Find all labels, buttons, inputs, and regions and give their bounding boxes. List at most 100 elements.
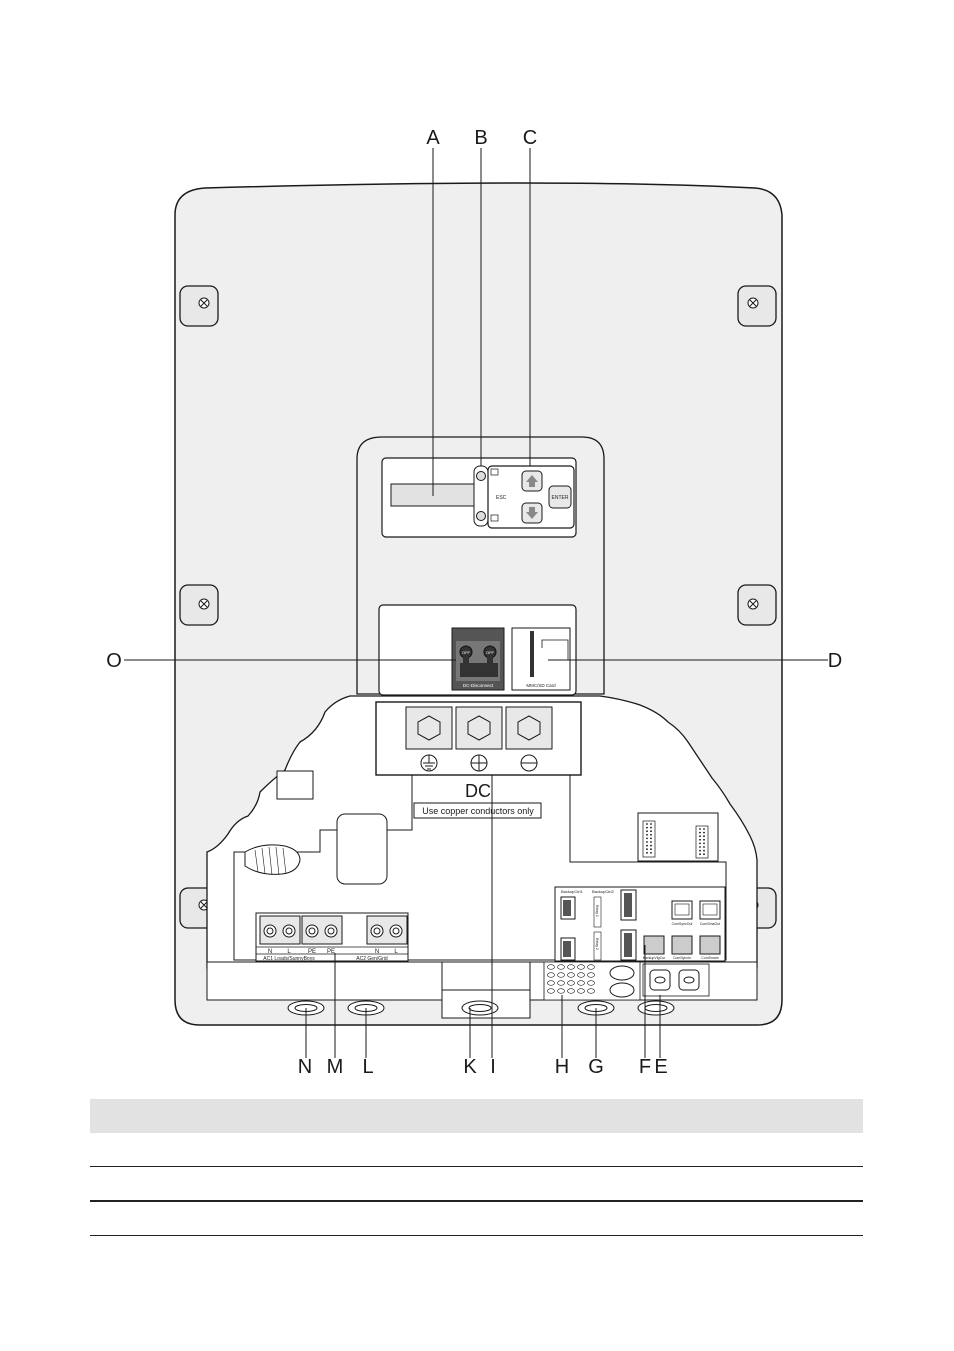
seal-hole	[557, 964, 565, 970]
connector-pin	[650, 841, 652, 843]
callout-b: B	[474, 127, 487, 149]
ground-icon	[423, 755, 435, 770]
callout-e: E	[654, 1056, 667, 1078]
seal-hole	[557, 988, 565, 994]
dc-notice-box	[413, 802, 542, 819]
sd-card-label: MMC/SD Card	[526, 683, 556, 688]
ac1-label: AC1 Loads/SunnyBoys	[263, 956, 315, 962]
connector-pin	[699, 831, 701, 834]
com-label-syncin: ComSyncIn	[673, 956, 691, 960]
relay-label-relay1: Relay 1	[595, 905, 599, 917]
terminal-label-pe2: PE	[327, 949, 335, 955]
sd-card-slot[interactable]: MMC/SD Card	[511, 627, 571, 691]
connector-pin	[646, 823, 648, 825]
connector-pin	[703, 835, 705, 838]
seal-hole	[577, 972, 585, 978]
internal-component	[336, 813, 388, 885]
seal-hole	[567, 972, 575, 978]
seal-hole	[587, 980, 595, 986]
seal-hole	[577, 980, 585, 986]
connector-pin	[650, 848, 652, 851]
table-row-divider-3	[90, 1235, 863, 1236]
plus-icon	[471, 755, 487, 771]
menu-icon	[490, 468, 499, 476]
mounting-bracket-right-middle	[737, 584, 777, 626]
connector-pin	[650, 823, 652, 825]
seal-hole	[567, 980, 575, 986]
connector-pin	[650, 826, 652, 829]
seal-hole	[577, 964, 585, 970]
relay-label-backupctrl1: BackupCtrl1	[561, 889, 584, 894]
connector-pin	[699, 853, 701, 856]
connector-pin	[703, 849, 705, 852]
dc-terminal-ground	[405, 706, 453, 772]
com-label-smain: ComSmaIn	[701, 956, 719, 960]
small-glands-e	[642, 963, 710, 997]
callout-a: A	[426, 127, 440, 149]
callout-k: K	[463, 1056, 477, 1078]
callout-g: G	[588, 1056, 604, 1078]
dc-disconnect-label: DC-Disconnect	[463, 683, 494, 688]
card-icon	[490, 514, 499, 522]
connector-pin	[646, 826, 648, 829]
dc-disconnect-switch[interactable]: OFF OFF DC-Disconnect	[451, 627, 505, 691]
ac2-label: AC2 Gen/Grid	[356, 956, 388, 962]
connector-pin	[703, 846, 705, 848]
connector-pin	[646, 844, 648, 847]
switch-off-label-1: OFF	[462, 650, 471, 655]
connector-pin	[703, 838, 705, 841]
connector-pin	[699, 846, 701, 848]
mounting-bracket-right-top	[737, 285, 777, 327]
connector-pin	[646, 851, 648, 854]
switch-off-label-2: OFF	[486, 650, 495, 655]
relay-label-relay2: Relay 2	[595, 938, 599, 950]
seal-hole	[587, 964, 595, 970]
table-row-divider-2	[90, 1200, 863, 1202]
connector-pin	[699, 835, 701, 838]
callout-c: C	[523, 127, 537, 149]
mounting-bracket-left-middle	[179, 584, 219, 626]
key-enter[interactable]	[548, 485, 572, 509]
cable-gland-e	[637, 1000, 675, 1016]
terminal-label-pe1: PE	[308, 949, 316, 955]
com-label-syncout: ComSyncOut	[672, 922, 693, 926]
terminal-label-l2: L	[394, 949, 398, 955]
multi-hole-cable-seal	[543, 961, 641, 1001]
callout-n: N	[298, 1056, 312, 1078]
callout-h: H	[555, 1056, 569, 1078]
connector-pin	[703, 853, 705, 856]
seal-hole	[547, 964, 555, 970]
connector-pin	[646, 837, 648, 840]
internal-block	[276, 770, 314, 800]
connector-pin	[703, 828, 705, 830]
arrow-up-icon	[526, 475, 538, 487]
connector-pin	[646, 841, 648, 843]
seal-hole	[547, 980, 555, 986]
dc-terminal-negative	[505, 706, 553, 772]
enter-key-label: ENTER	[552, 495, 569, 501]
table-row-divider-1	[90, 1166, 863, 1167]
callout-o: O	[106, 650, 122, 672]
connector-pin	[699, 838, 701, 841]
connector-pin	[646, 848, 648, 851]
relay-communication-board: BackupCtrl1 BackupCtrl2 Relay 1 Relay 2 …	[554, 886, 726, 962]
connector-pin	[646, 830, 648, 833]
com-label-backupvtgcur: BackupVtgCur	[643, 956, 666, 960]
connector-pin	[646, 833, 648, 836]
relay-label-backupctrl2: BackupCtrl2	[592, 889, 615, 894]
table-header-row	[90, 1099, 863, 1133]
seal-hole	[567, 988, 575, 994]
arrow-down-icon	[526, 507, 538, 519]
connector-pin	[650, 837, 652, 840]
keypad: ENTER ESC	[487, 465, 575, 529]
connector-pin	[650, 844, 652, 847]
mounting-bracket-left-top	[179, 285, 219, 327]
terminal-label-n1: N	[268, 949, 272, 955]
callout-l: L	[362, 1056, 373, 1078]
connector-pin	[699, 828, 701, 830]
connector-pin	[703, 842, 705, 845]
cable-gland-k	[461, 1000, 499, 1016]
connector-pin	[650, 833, 652, 836]
callout-i: I	[490, 1056, 496, 1078]
